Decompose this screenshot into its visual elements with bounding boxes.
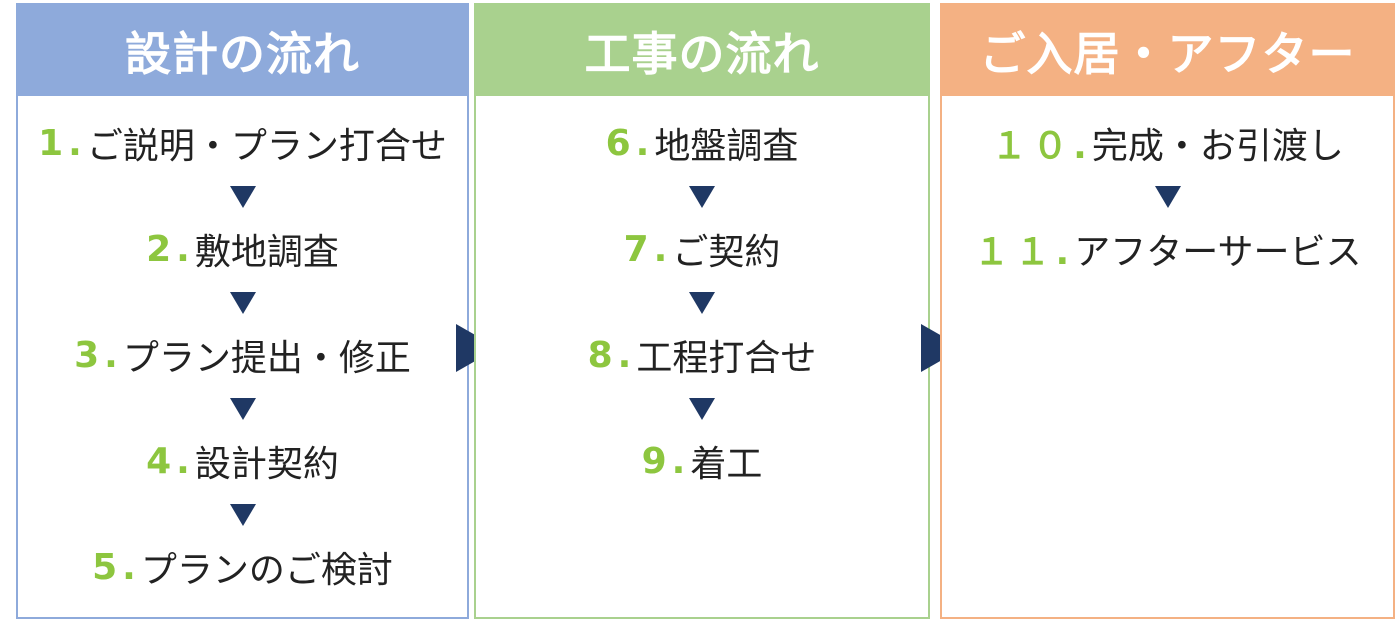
step-number: 6. bbox=[605, 122, 655, 164]
down-arrow-icon bbox=[229, 398, 256, 420]
step-number: 5. bbox=[92, 546, 141, 588]
step-label: ご説明・プラン打合せ bbox=[86, 126, 447, 167]
step-label: 設計契約 bbox=[194, 444, 339, 485]
step-number: １０. bbox=[991, 126, 1092, 167]
step-label: 完成・お引渡し bbox=[1091, 126, 1344, 167]
design-flow-header: 設計の流れ bbox=[18, 5, 467, 96]
step-number: 7. bbox=[623, 228, 673, 270]
step-label: 着工 bbox=[690, 444, 763, 485]
down-arrow-icon bbox=[229, 504, 256, 526]
step-number: １１. bbox=[973, 232, 1075, 273]
step-label: 地盤調査 bbox=[654, 126, 799, 167]
step-label: 工程打合せ bbox=[636, 338, 817, 379]
step-label: 敷地調査 bbox=[194, 232, 339, 273]
step-7: 7. ご契約 bbox=[624, 222, 781, 276]
step-label: プラン提出・修正 bbox=[122, 338, 411, 379]
after-move-in-steps: １０. 完成・お引渡し １１. アフターサービス bbox=[942, 96, 1393, 276]
down-arrow-icon bbox=[229, 292, 256, 314]
down-arrow-icon bbox=[229, 186, 256, 208]
step-9: 9. 着工 bbox=[642, 434, 763, 488]
step-6: 6. 地盤調査 bbox=[606, 116, 799, 170]
step-number: 4. bbox=[146, 440, 195, 482]
step-number: 1. bbox=[38, 122, 87, 164]
step-1: 1. ご説明・プラン打合せ bbox=[38, 116, 447, 170]
down-arrow-icon bbox=[689, 186, 715, 208]
design-flow-steps: 1. ご説明・プラン打合せ 2. 敷地調査 3. プラン提出・修正 4. 設計契… bbox=[18, 96, 467, 594]
step-label: プランのご検討 bbox=[140, 550, 393, 591]
step-label: アフターサービス bbox=[1074, 232, 1362, 273]
down-arrow-icon bbox=[689, 398, 715, 420]
after-move-in-column: ご入居・アフター １０. 完成・お引渡し １１. アフターサービス bbox=[940, 3, 1395, 619]
step-number: 2. bbox=[146, 228, 195, 270]
down-arrow-icon bbox=[689, 292, 715, 314]
step-8: 8. 工程打合せ bbox=[588, 328, 817, 382]
construction-flow-steps: 6. 地盤調査 7. ご契約 8. 工程打合せ 9. 着工 bbox=[476, 96, 928, 488]
step-number: 9. bbox=[641, 440, 691, 482]
after-move-in-header: ご入居・アフター bbox=[942, 5, 1393, 96]
step-2: 2. 敷地調査 bbox=[146, 222, 339, 276]
construction-flow-column: 工事の流れ 6. 地盤調査 7. ご契約 8. 工程打合せ 9. 着工 bbox=[474, 3, 930, 619]
step-4: 4. 設計契約 bbox=[146, 434, 339, 488]
step-3: 3. プラン提出・修正 bbox=[74, 328, 411, 382]
construction-flow-header: 工事の流れ bbox=[476, 5, 928, 96]
down-arrow-icon bbox=[1154, 186, 1181, 208]
design-flow-column: 設計の流れ 1. ご説明・プラン打合せ 2. 敷地調査 3. プラン提出・修正 … bbox=[16, 3, 469, 619]
step-5: 5. プランのご検討 bbox=[92, 540, 393, 594]
step-number: 3. bbox=[74, 334, 123, 376]
step-label: ご契約 bbox=[672, 232, 781, 273]
step-11: １１. アフターサービス bbox=[974, 222, 1362, 276]
step-number: 8. bbox=[587, 334, 637, 376]
step-10: １０. 完成・お引渡し bbox=[991, 116, 1344, 170]
